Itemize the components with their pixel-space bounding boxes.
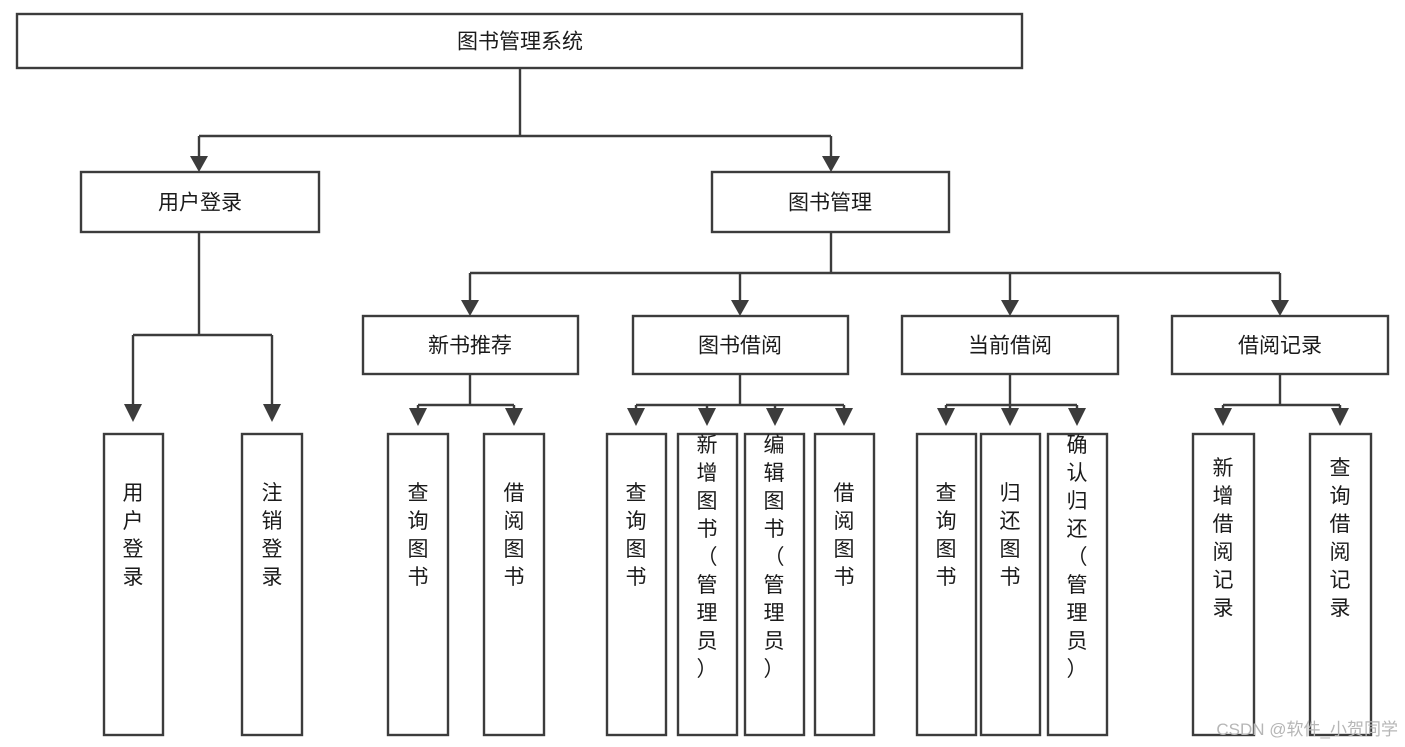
leaf-newbook-borrow-box[interactable] <box>482 432 546 737</box>
node-current-borrow-box[interactable] <box>900 314 1120 376</box>
leaf-user-login-box[interactable] <box>102 432 165 737</box>
arrow-l2-1 <box>461 300 479 316</box>
arrow-record-leaf-2 <box>1331 408 1349 426</box>
arrow-borrow-leaf-4 <box>835 408 853 426</box>
leaf-borrow-add-label: 新增图书（管理员） <box>697 434 718 681</box>
leaf-record-query-box[interactable] <box>1308 432 1373 737</box>
leaf-record-query-label: 查询借阅记录 <box>1330 457 1351 620</box>
leaf-borrow-add-box[interactable] <box>676 432 739 737</box>
arrow-record-leaf-1 <box>1214 408 1232 426</box>
leaf-newbook-query-label: 查询图书 <box>408 482 429 589</box>
leaf-borrow-edit-box[interactable] <box>743 432 806 737</box>
leaf-record-add-box[interactable] <box>1191 432 1256 737</box>
arrow-l2-4 <box>1271 300 1289 316</box>
arrow-user-leaf-2 <box>263 404 281 422</box>
leaf-node[interactable]: 借阅图书 <box>482 432 546 737</box>
arrow-borrow-leaf-1 <box>627 408 645 426</box>
leaf-node[interactable]: 查询图书 <box>605 432 668 737</box>
arrow-l2-2 <box>731 300 749 316</box>
node-book-borrow[interactable]: 图书借阅 <box>631 314 850 376</box>
leaf-user-logout-label: 注销登录 <box>262 482 283 589</box>
arrow-root-to-user <box>190 156 208 172</box>
node-user-login[interactable]: 用户登录 <box>79 170 321 234</box>
leaf-current-confirm-label: 确认归还（管理员） <box>1067 434 1088 681</box>
leaf-node[interactable]: 查询借阅记录 <box>1308 432 1373 737</box>
arrow-borrow-leaf-3 <box>766 408 784 426</box>
csdn-watermark: CSDN @软件_小贺同学 <box>1216 720 1398 739</box>
node-book-borrow-label: 图书借阅 <box>698 335 782 358</box>
leaf-borrow-query-box[interactable] <box>605 432 668 737</box>
leaf-node[interactable]: 注销登录 <box>240 432 304 737</box>
leaf-current-return-label: 归还图书 <box>1000 482 1021 589</box>
node-user-login-box[interactable] <box>79 170 321 234</box>
arrow-current-leaf-1 <box>937 408 955 426</box>
leaf-node[interactable]: 借阅图书 <box>813 432 876 737</box>
leaf-current-query-box[interactable] <box>915 432 978 737</box>
arrow-current-leaf-3 <box>1068 408 1086 426</box>
leaf-current-query-label: 查询图书 <box>936 482 957 589</box>
node-root-label: 图书管理系统 <box>457 31 583 54</box>
node-root[interactable]: 图书管理系统 <box>15 12 1024 70</box>
leaf-borrow-edit-label: 编辑图书（管理员） <box>764 434 785 681</box>
leaf-node[interactable]: 查询图书 <box>386 432 450 737</box>
node-book-borrow-box[interactable] <box>631 314 850 376</box>
leaf-newbook-query-box[interactable] <box>386 432 450 737</box>
node-borrow-record-box[interactable] <box>1170 314 1390 376</box>
arrow-current-leaf-2 <box>1001 408 1019 426</box>
node-borrow-record-label: 借阅记录 <box>1238 335 1322 358</box>
node-new-book-recommend-label: 新书推荐 <box>428 335 512 358</box>
node-book-management-label: 图书管理 <box>788 192 872 215</box>
node-book-management[interactable]: 图书管理 <box>710 170 951 234</box>
leaf-node[interactable]: 新增借阅记录 <box>1191 432 1256 737</box>
leaf-node[interactable]: 新增图书（管理员） <box>676 432 739 737</box>
node-book-management-box[interactable] <box>710 170 951 234</box>
node-root-box[interactable] <box>15 12 1024 70</box>
node-new-book-recommend-box[interactable] <box>361 314 580 376</box>
leaf-node[interactable]: 查询图书 <box>915 432 978 737</box>
leaf-node[interactable]: 用户登录 <box>102 432 165 737</box>
node-new-book-recommend[interactable]: 新书推荐 <box>361 314 580 376</box>
node-current-borrow[interactable]: 当前借阅 <box>900 314 1120 376</box>
leaf-current-return-box[interactable] <box>979 432 1042 737</box>
leaf-user-login-label: 用户登录 <box>123 482 144 589</box>
leaf-borrow-borrow-label: 借阅图书 <box>834 482 855 589</box>
arrow-newbook-leaf-1 <box>409 408 427 426</box>
arrow-root-to-bookmgmt <box>822 156 840 172</box>
arrow-user-leaf-1 <box>124 404 142 422</box>
node-current-borrow-label: 当前借阅 <box>968 335 1052 358</box>
leaf-node[interactable]: 归还图书 <box>979 432 1042 737</box>
connector-layer <box>124 68 1349 426</box>
node-user-login-label: 用户登录 <box>158 192 242 215</box>
leaf-current-confirm-box[interactable] <box>1046 432 1109 737</box>
arrow-newbook-leaf-2 <box>505 408 523 426</box>
leaf-borrow-query-label: 查询图书 <box>626 482 647 589</box>
leaf-record-add-label: 新增借阅记录 <box>1213 457 1234 620</box>
arrow-l2-3 <box>1001 300 1019 316</box>
leaf-borrow-borrow-box[interactable] <box>813 432 876 737</box>
leaf-user-logout-box[interactable] <box>240 432 304 737</box>
arrow-borrow-leaf-2 <box>698 408 716 426</box>
node-borrow-record[interactable]: 借阅记录 <box>1170 314 1390 376</box>
leaf-node[interactable]: 确认归还（管理员） <box>1046 432 1109 737</box>
leaf-newbook-borrow-label: 借阅图书 <box>504 482 525 589</box>
leaf-node[interactable]: 编辑图书（管理员） <box>743 432 806 737</box>
